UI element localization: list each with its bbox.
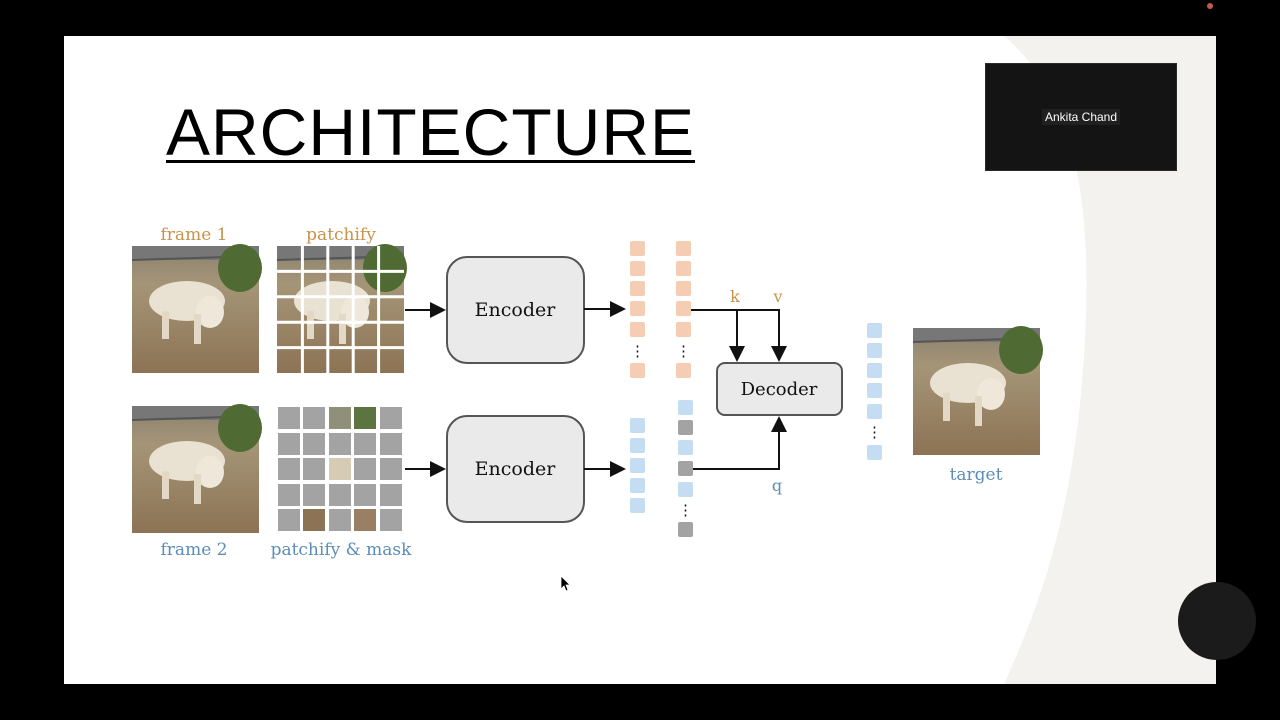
encoded-token-column-blue — [630, 418, 645, 513]
label-frame-1: frame 1 — [161, 225, 228, 245]
encoder-block-bottom: Encoder — [446, 415, 585, 523]
slide-background-shape — [1004, 36, 1216, 684]
participant-video-tile[interactable]: Ankita Chand — [985, 63, 1177, 171]
patchify-mask-grid — [277, 406, 404, 533]
label-patchify: patchify — [306, 225, 376, 245]
label-v: v — [772, 287, 782, 306]
svg-text:Encoder: Encoder — [475, 299, 557, 321]
token-ellipsis: ⋮ — [867, 423, 882, 441]
token-ellipsis: ⋮ — [678, 501, 693, 519]
label-k: k — [730, 287, 740, 306]
kv-token-column-orange — [676, 241, 691, 378]
frame-2-image — [131, 403, 263, 534]
participant-name: Ankita Chand — [1041, 109, 1121, 125]
target-image — [912, 325, 1044, 456]
label-target: target — [950, 465, 1003, 485]
query-token-column — [678, 400, 693, 537]
label-frame-2: frame 2 — [161, 540, 228, 560]
encoder-block-top: Encoder — [446, 256, 585, 364]
token-ellipsis: ⋮ — [630, 342, 645, 360]
svg-text:Encoder: Encoder — [475, 458, 557, 480]
patchify-grid — [276, 243, 408, 374]
label-patchify-and-mask: patchify & mask — [271, 540, 413, 560]
floating-control-button[interactable] — [1178, 582, 1256, 660]
label-q: q — [772, 476, 782, 495]
frame-1-image — [131, 243, 263, 374]
decoder-output-token-column — [867, 323, 882, 460]
encoded-token-column-orange — [630, 241, 645, 378]
svg-text:Decoder: Decoder — [741, 379, 818, 400]
slide-title: ARCHITECTURE — [166, 95, 696, 169]
token-ellipsis: ⋮ — [676, 342, 691, 360]
decoder-block: Decoder — [716, 362, 843, 416]
recording-indicator-icon — [1207, 3, 1213, 9]
architecture-diagram: frame 1 patchify Encoder — [131, 225, 1044, 592]
mouse-cursor — [560, 575, 571, 592]
